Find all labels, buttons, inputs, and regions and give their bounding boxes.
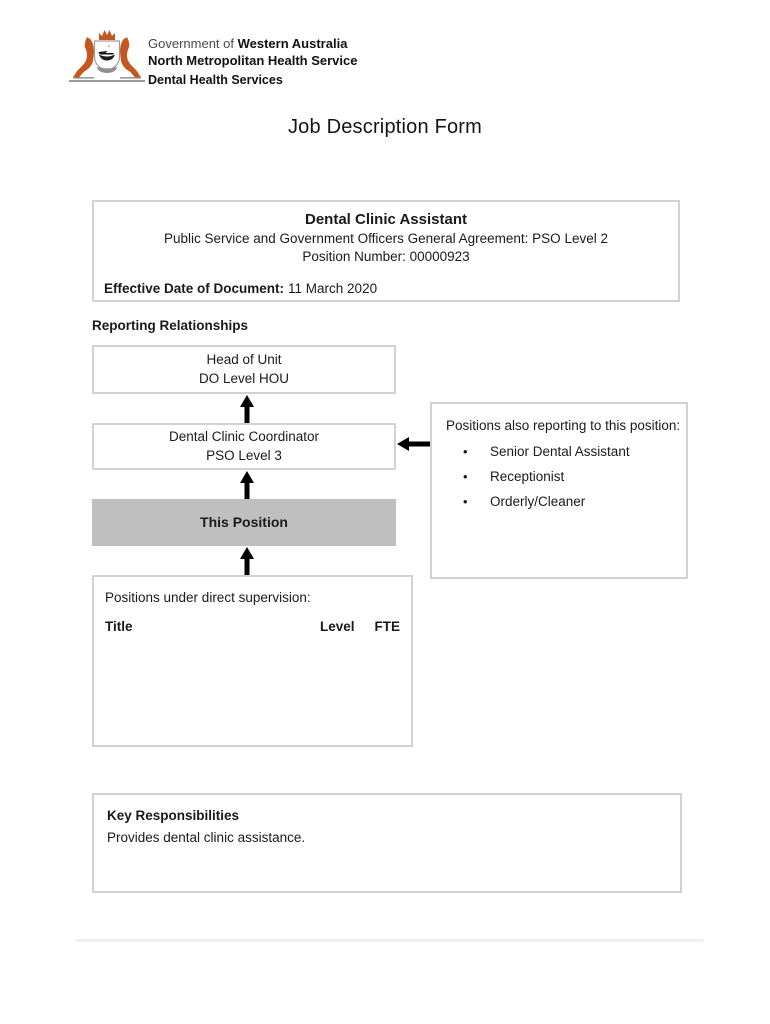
logo-text-block: Government of Western Australia North Me… bbox=[148, 36, 357, 88]
also-reporting-item: Receptionist bbox=[490, 469, 565, 484]
key-responsibilities-text: Provides dental clinic assistance. bbox=[107, 830, 306, 845]
head-of-unit-title: Head of Unit bbox=[206, 352, 282, 368]
list-item: • Senior Dental Assistant bbox=[432, 444, 686, 459]
supervision-label: Positions under direct supervision: bbox=[105, 590, 311, 605]
list-item: • Receptionist bbox=[432, 469, 686, 484]
agreement-line: Public Service and Government Officers G… bbox=[164, 231, 608, 246]
health-service-line: North Metropolitan Health Service bbox=[148, 52, 358, 68]
footer-divider bbox=[76, 939, 704, 942]
head-of-unit-level: DO Level HOU bbox=[198, 370, 290, 386]
position-number: Position Number: 00000923 bbox=[302, 249, 470, 264]
coordinator-box: Dental Clinic Coordinator PSO Level 3 bbox=[92, 423, 396, 470]
gov-of-wa-line: Government of Western Australia bbox=[148, 36, 348, 51]
list-item: • Orderly/Cleaner bbox=[432, 494, 686, 509]
this-position-label: This Position bbox=[200, 514, 288, 531]
arrow-up-icon bbox=[240, 547, 254, 575]
supervision-col-level: Level bbox=[320, 619, 355, 634]
coordinator-title: Dental Clinic Coordinator bbox=[168, 429, 320, 445]
head-of-unit-box: Head of Unit DO Level HOU bbox=[92, 345, 396, 394]
supervision-column-headers: Title Level FTE bbox=[105, 619, 400, 634]
supervision-col-fte: FTE bbox=[374, 619, 401, 634]
reporting-relationships-heading: Reporting Relationships bbox=[92, 318, 249, 333]
bullet-icon: • bbox=[463, 444, 468, 459]
position-summary-box: Dental Clinic Assistant Public Service a… bbox=[92, 200, 680, 302]
key-responsibilities-box: Key Responsibilities Provides dental cli… bbox=[92, 793, 682, 893]
arrow-up-icon bbox=[240, 471, 254, 499]
effective-date-value: 11 March 2020 bbox=[288, 281, 378, 296]
also-reporting-item: Orderly/Cleaner bbox=[490, 494, 586, 509]
effective-date: Effective Date of Document:11 March 2020 bbox=[104, 281, 678, 296]
also-reporting-list: • Senior Dental Assistant • Receptionist… bbox=[432, 444, 686, 509]
dental-health-services-line: Dental Health Services bbox=[148, 73, 283, 88]
wa-coat-of-arms-icon bbox=[73, 30, 141, 79]
supervision-col-title: Title bbox=[105, 619, 133, 634]
logo-divider bbox=[69, 80, 145, 82]
supervision-box: Positions under direct supervision: Titl… bbox=[92, 575, 413, 747]
arrow-up-icon bbox=[240, 395, 254, 423]
key-responsibilities-heading: Key Responsibilities bbox=[107, 808, 240, 823]
page-title: Job Description Form bbox=[287, 116, 483, 138]
bullet-icon: • bbox=[463, 494, 468, 509]
this-position-box: This Position bbox=[92, 499, 396, 546]
coordinator-level: PSO Level 3 bbox=[206, 447, 282, 463]
also-reporting-item: Senior Dental Assistant bbox=[490, 444, 630, 459]
also-reporting-box: Positions also reporting to this positio… bbox=[430, 402, 688, 579]
also-reporting-label: Positions also reporting to this positio… bbox=[446, 418, 681, 433]
arrow-left-icon bbox=[397, 437, 430, 451]
effective-date-label: Effective Date of Document: bbox=[104, 281, 285, 296]
position-title: Dental Clinic Assistant bbox=[305, 211, 467, 228]
bullet-icon: • bbox=[463, 469, 468, 484]
